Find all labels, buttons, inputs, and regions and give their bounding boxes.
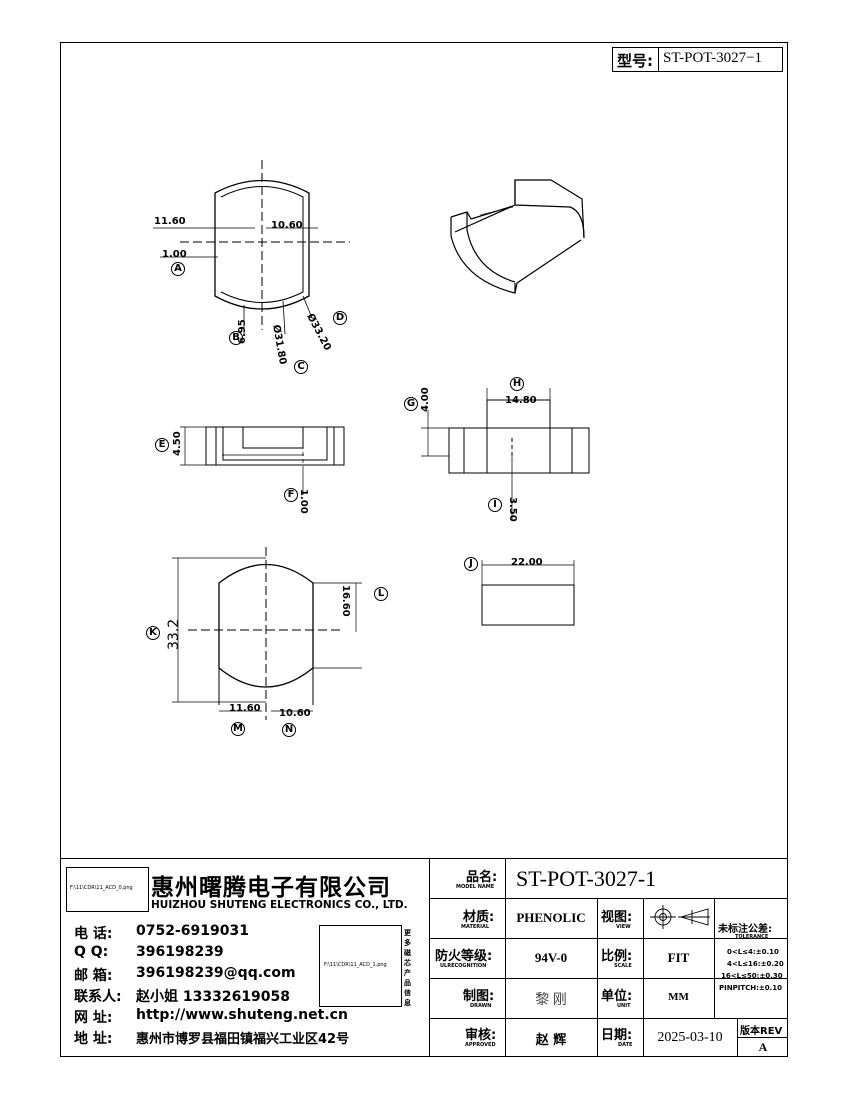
isometric-view	[450, 179, 585, 294]
company-name-en: HUIZHOU SHUTENG ELECTRONICS CO., LTD.	[151, 899, 408, 911]
tag-k: K	[146, 626, 160, 640]
contact-address: 惠州市博罗县福田镇福兴工业区42号	[136, 1032, 350, 1047]
unit-sub: UNIT	[617, 1003, 631, 1009]
contact-qq: 396198239	[136, 944, 224, 960]
tag-l: L	[374, 587, 388, 601]
dim-top-left-width: 11.60	[154, 216, 186, 227]
outer-frame	[60, 42, 788, 1057]
dim-depth-width: 22.00	[511, 557, 543, 568]
dim-front-base: 1.00	[298, 489, 309, 514]
dim-bottom-left-width: 11.60	[229, 703, 261, 714]
material-value: PHENOLIC	[516, 910, 586, 925]
contact-person-label: 联系人:	[74, 989, 122, 1005]
contact-email: 396198239@qq.com	[136, 965, 296, 981]
qr-caption: 更多磁芯产品信息	[404, 929, 411, 1007]
tolerance-line-3: 16<L≤50:±0.30	[721, 972, 783, 980]
projection-symbol-icon	[650, 905, 710, 929]
tag-d: D	[333, 311, 347, 325]
product-sub: MODEL NAME	[456, 884, 495, 890]
approved-label: 审核:	[465, 1028, 497, 1043]
date-value: 2025-03-10	[657, 1030, 723, 1045]
tag-b: B	[229, 331, 243, 345]
front-view	[180, 426, 345, 495]
company-logo: F:\11\CDR\11_ACD_0.png	[70, 885, 133, 891]
tag-c: C	[294, 360, 308, 374]
flame-label: 防火等级:	[435, 949, 493, 964]
unit-label: 单位:	[601, 989, 633, 1004]
dim-bottom-right-width: 10.60	[279, 708, 311, 719]
rev-label: 版本REV	[740, 1026, 783, 1037]
flame-value: 94V-0	[534, 950, 568, 965]
scale-sub: SCALE	[614, 963, 632, 969]
tag-i: I	[488, 498, 502, 512]
dim-front-height: 4.50	[172, 431, 183, 456]
tolerance-sub: TOLERANCE	[735, 934, 769, 940]
rev-value: A	[758, 1040, 768, 1054]
drawn-label: 制图:	[463, 989, 495, 1004]
tolerance-line-2: 4<L≤16:±0.20	[727, 960, 784, 968]
dim-top-thickness: 1.00	[162, 249, 187, 260]
date-label: 日期:	[601, 1028, 633, 1043]
dim-bottom-overall: 33.2	[166, 618, 182, 650]
company-name-cn: 惠州曙腾电子有限公司	[151, 875, 391, 901]
contact-phone: 0752-6919031	[136, 923, 249, 939]
product-value: ST-POT-3027-1	[516, 866, 657, 891]
tag-g: G	[404, 397, 418, 411]
dim-top-r-b: 6.95	[237, 319, 248, 344]
model-value: ST-POT-3027−1	[663, 50, 763, 66]
bottom-view	[172, 547, 362, 720]
product-label: 品名:	[466, 870, 498, 885]
tag-n: N	[282, 723, 296, 737]
scale-value: FIT	[667, 950, 690, 965]
contact-qq-label: Q Q:	[74, 944, 109, 960]
dim-side-width: 14.80	[505, 395, 537, 406]
tolerance-line-4: PINPITCH:±0.10	[719, 984, 783, 992]
tag-m: M	[231, 722, 245, 736]
contact-person: 赵小姐 13332619058	[136, 989, 291, 1005]
contact-email-label: 邮 箱:	[74, 968, 113, 984]
approved-value: 赵 辉	[535, 1033, 567, 1048]
material-label: 材质:	[463, 910, 495, 925]
tolerance-line-1: 0<L≤4:±0.10	[727, 948, 779, 956]
date-sub: DATE	[618, 1042, 633, 1048]
flame-sub: ULRECOGNITION	[440, 963, 487, 969]
tag-e: E	[155, 438, 169, 452]
top-view	[153, 160, 350, 335]
drawn-sub: DRAWN	[470, 1003, 492, 1009]
dim-side-top-height: 4.00	[420, 387, 431, 412]
model-box	[612, 47, 783, 72]
side-view	[421, 388, 590, 520]
unit-value: MM	[668, 991, 689, 1003]
contact-web: http://www.shuteng.net.cn	[136, 1007, 348, 1023]
tag-a: A	[171, 262, 185, 276]
depth-view	[481, 560, 575, 626]
view-sub: VIEW	[616, 924, 631, 930]
drawn-value: 黎 刚	[535, 993, 567, 1008]
tag-f: F	[284, 488, 298, 502]
tag-h: H	[510, 377, 524, 391]
approved-sub: APPROVED	[465, 1042, 496, 1048]
tolerance-label: 未标注公差:	[718, 924, 772, 935]
dim-top-right-width: 10.60	[271, 220, 303, 231]
scale-label: 比例:	[601, 949, 633, 964]
material-sub: MATERIAL	[461, 924, 490, 930]
view-label: 视图:	[601, 910, 633, 925]
qr-image: F:\11\CDR\11_ACD_1.png	[324, 962, 387, 968]
contact-web-label: 网 址:	[74, 1010, 113, 1026]
dim-bottom-flat: 16.60	[340, 585, 351, 617]
tag-j: J	[464, 557, 478, 571]
title-block-grid	[60, 858, 788, 1056]
dim-side-bottom-height: 3.50	[507, 497, 518, 522]
model-label: 型号:	[617, 52, 653, 70]
contact-address-label: 地 址:	[74, 1031, 113, 1047]
contact-phone-label: 电 话:	[74, 926, 113, 942]
